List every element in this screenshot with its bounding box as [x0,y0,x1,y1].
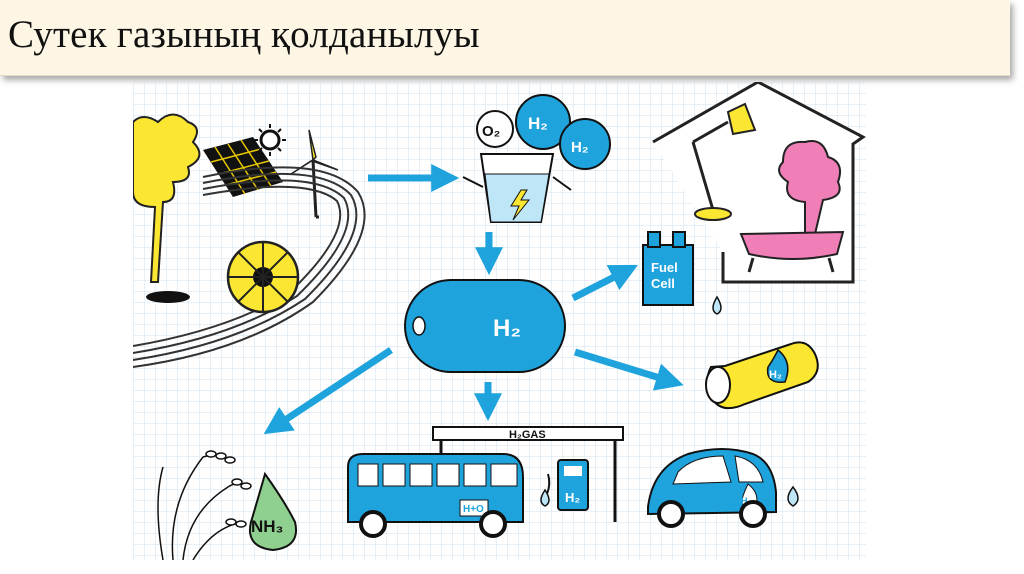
arrow-to-cylinder [573,348,684,391]
fuel-cell-icon [642,244,694,306]
hydrogen-bubble-icon [515,94,571,150]
fuel-cell-label-1: Fuel [651,260,678,275]
lightning-icon [510,189,531,221]
water-drop-icon [787,485,799,507]
geothermal-steam-icon [133,113,201,283]
fuel-cell-label-2: Cell [651,276,675,291]
road-icon [133,166,366,368]
renewable-sources [133,113,366,368]
fuel-cell-car: H₂ [647,448,799,528]
water-wheel-icon [226,240,300,314]
sun-icon [254,124,286,156]
lamp-icon [691,102,757,221]
hydrogen-tank-icon [404,279,566,373]
page-title: Сутек газының қолданылуы [8,13,480,56]
hydrogen-cylinder: H₂ [705,341,819,410]
fertilizer: NH₃ [157,450,297,560]
steam-cloud-icon [778,140,841,235]
hydrogen-uses-diagram: O₂ H₂ H₂ H₂ [133,82,866,560]
gas-station-canopy [432,426,624,441]
fuel-cell: Fuel Cell [642,231,722,315]
h2-bubble-label-1: H₂ [528,114,548,133]
title-bar: Сутек газының қолданылуы [0,0,1010,76]
pump-label: H₂ [565,490,580,505]
bus-sign-label: H+O [463,504,484,515]
fuel-cell-bus: H+O [347,453,524,538]
h2-bubble-label-2: H₂ [571,139,589,156]
flame-icon [766,348,789,383]
o2-label: O₂ [482,123,500,140]
hydrogen-tank: H₂ [404,279,566,373]
gas-station: H₂GAS H₂ [432,426,624,522]
water-drop-icon [540,488,550,507]
arrow-to-fuel-cell [571,264,638,302]
gas-station-label: H₂GAS [509,429,546,441]
bathtub-icon [739,230,845,273]
nh3-label: NH₃ [251,517,283,536]
cylinder-label: H₂ [769,369,782,381]
ammonia-drop-icon [249,471,297,552]
oxygen-bubble-icon [476,110,514,148]
tank-label: H₂ [493,315,521,342]
house [652,82,866,284]
hydrogen-bubble-icon [559,118,611,170]
arrow-to-fertilizer [263,347,393,435]
geothermal-hole-icon [146,291,190,303]
rice-plant-icon [157,450,252,560]
electrolysis: O₂ H₂ H₂ [462,94,611,223]
car-label: H₂ [741,496,752,506]
water-drop-icon [712,295,722,315]
